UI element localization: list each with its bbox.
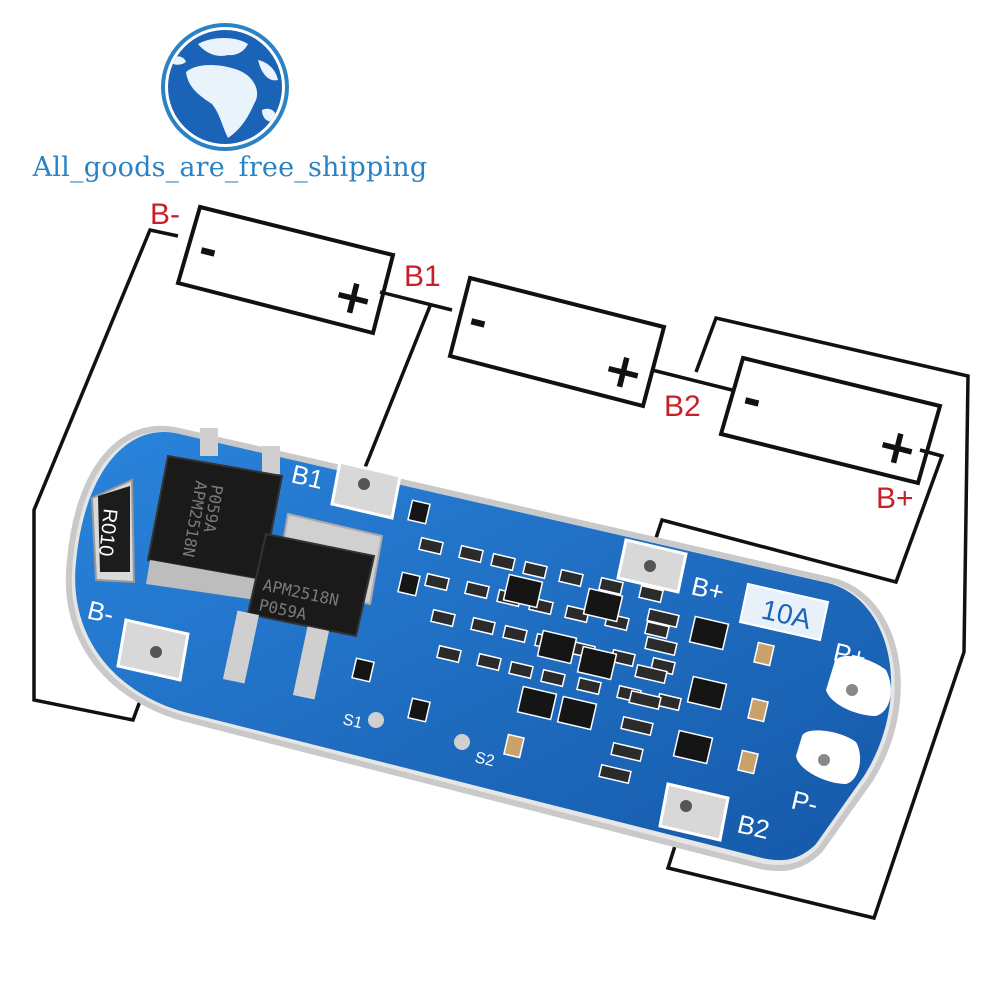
smd-resistor (634, 663, 668, 685)
smd-resistor (644, 620, 670, 640)
silk-b-plus: B+ (689, 571, 727, 608)
smd-ic (582, 587, 624, 623)
label-b1: B1 (404, 260, 441, 293)
smd-ic (516, 685, 558, 721)
smd-resistor (610, 741, 644, 763)
smd-resistor (646, 607, 680, 629)
mosfet-2: APM2518N P059A (222, 512, 384, 700)
pad-b-plus (616, 538, 688, 594)
smd-resistor (476, 652, 502, 672)
silk-b2: B2 (735, 809, 773, 845)
smd-ic (502, 573, 544, 609)
smd-ic (536, 629, 578, 665)
smd-resistor (558, 568, 584, 588)
wire-b1 (358, 305, 432, 481)
wire-cell1-cell2 (379, 290, 453, 312)
smd-ic (672, 729, 714, 765)
bms-pcb-board: R010 APM2518N P059A APM2518N P059A (65, 425, 901, 872)
wiring (32, 227, 970, 921)
smd-ic (556, 695, 598, 731)
silk-b1: B1 (289, 459, 327, 495)
smd-ic (688, 615, 730, 651)
smd-transistor (407, 499, 431, 525)
smd-resistor (564, 604, 590, 624)
label-b-plus: B+ (876, 482, 914, 515)
label-b2: B2 (664, 390, 701, 423)
test-point-s1 (368, 712, 384, 728)
smd-capacitor (737, 749, 759, 775)
smd-resistor (628, 689, 662, 711)
silk-s2: S2 (473, 749, 496, 770)
wire-cell2-cell3 (651, 368, 733, 392)
pad-b2 (658, 782, 730, 842)
pad-p-minus (796, 730, 861, 784)
smd-capacitor (747, 697, 769, 723)
globe-logo-icon (161, 23, 289, 151)
smd-resistor (464, 580, 490, 600)
shunt-resistor: R010 (90, 478, 136, 584)
smd-resistor (502, 624, 528, 644)
battery-cell-1: - + (175, 204, 396, 336)
smd-capacitor (503, 733, 525, 759)
smd-resistor (436, 644, 462, 664)
smd-resistor (576, 676, 602, 696)
smd-resistor (508, 660, 534, 680)
mosfet-1: APM2518N P059A (146, 428, 284, 600)
smd-capacitor (753, 641, 775, 667)
test-point-s2 (454, 734, 470, 750)
wire-b2 (665, 315, 970, 921)
smd-ic (576, 645, 618, 681)
smd-resistor (490, 552, 516, 572)
smd-transistor (351, 657, 375, 683)
current-rating-badge: 10A (738, 582, 830, 642)
pad-b-minus (116, 618, 190, 682)
smd-resistor (598, 576, 624, 596)
smd-resistor (430, 608, 456, 628)
silk-p-plus: P+ (831, 637, 869, 674)
smd-transistor (407, 697, 431, 723)
silk-s1: S1 (341, 711, 364, 732)
battery-cell-3: - + (718, 355, 943, 486)
label-b-minus: B- (150, 198, 180, 231)
smd-resistor (522, 560, 548, 580)
wire-b-minus (32, 227, 179, 723)
shunt-label: R010 (94, 507, 121, 557)
pad-p-plus (826, 656, 891, 716)
smd-resistor (424, 572, 450, 592)
smd-transistor (397, 571, 421, 597)
smd-resistor (598, 763, 632, 785)
smd-resistor (638, 584, 664, 604)
pad-b1 (330, 460, 402, 520)
smd-components (351, 499, 775, 785)
wire-b-plus (644, 448, 945, 585)
smd-resistor (470, 616, 496, 636)
smd-resistor (644, 635, 678, 657)
smd-resistor (540, 668, 566, 688)
smd-resistor (620, 715, 654, 737)
smd-resistor (458, 544, 484, 564)
smd-resistor (418, 536, 444, 556)
battery-cell-2: - + (447, 275, 667, 409)
smd-ic (686, 675, 728, 711)
brand-text: All_goods_are_free_shipping (32, 152, 428, 183)
